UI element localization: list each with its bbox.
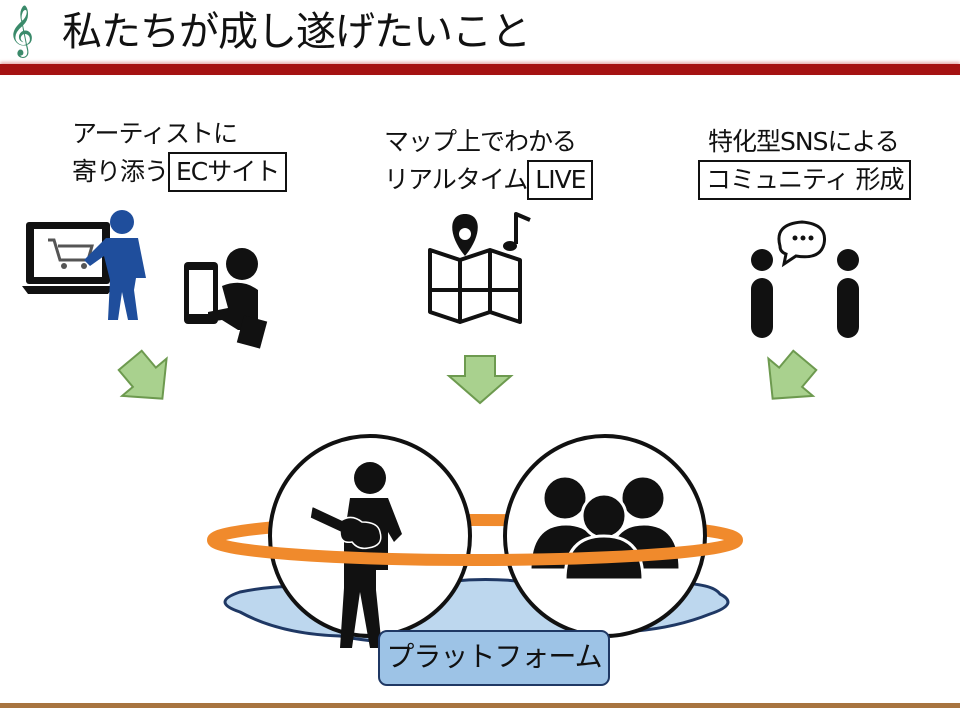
page-title: 私たちが成し遂げたいこと xyxy=(62,9,531,55)
arrow-down-icon xyxy=(446,355,514,405)
ring-front xyxy=(207,536,743,566)
guitarist-icon xyxy=(309,462,402,648)
shopper-person-icon xyxy=(84,210,146,320)
live-label: LIVE xyxy=(527,160,594,200)
caption-line2: 寄り添う xyxy=(72,157,169,186)
ec-site-label: ECサイト xyxy=(168,152,288,192)
arrow-down-right-icon xyxy=(117,349,168,400)
laptop-cart-icon xyxy=(22,222,114,294)
column-sns: 特化型SNSによる コミュニティ 形成 xyxy=(698,124,912,200)
caption-line1: マップ上でわかる xyxy=(384,127,577,156)
bottom-divider xyxy=(0,703,960,708)
people-chat-icon xyxy=(751,220,859,338)
community-label: コミュニティ 形成 xyxy=(698,160,912,200)
title-bar xyxy=(0,64,960,75)
caption-line1: 特化型SNSによる xyxy=(708,127,900,156)
map-pin-music-icon xyxy=(428,212,531,324)
caption-line1: アーティストに xyxy=(72,119,238,148)
caption-line2: リアルタイム xyxy=(384,165,528,194)
arrow-down-left-icon xyxy=(767,349,818,400)
platform-label: プラットフォーム xyxy=(378,630,610,686)
treble-clef-icon: 𝄞 xyxy=(8,5,35,56)
phone-user-icon xyxy=(184,248,268,349)
